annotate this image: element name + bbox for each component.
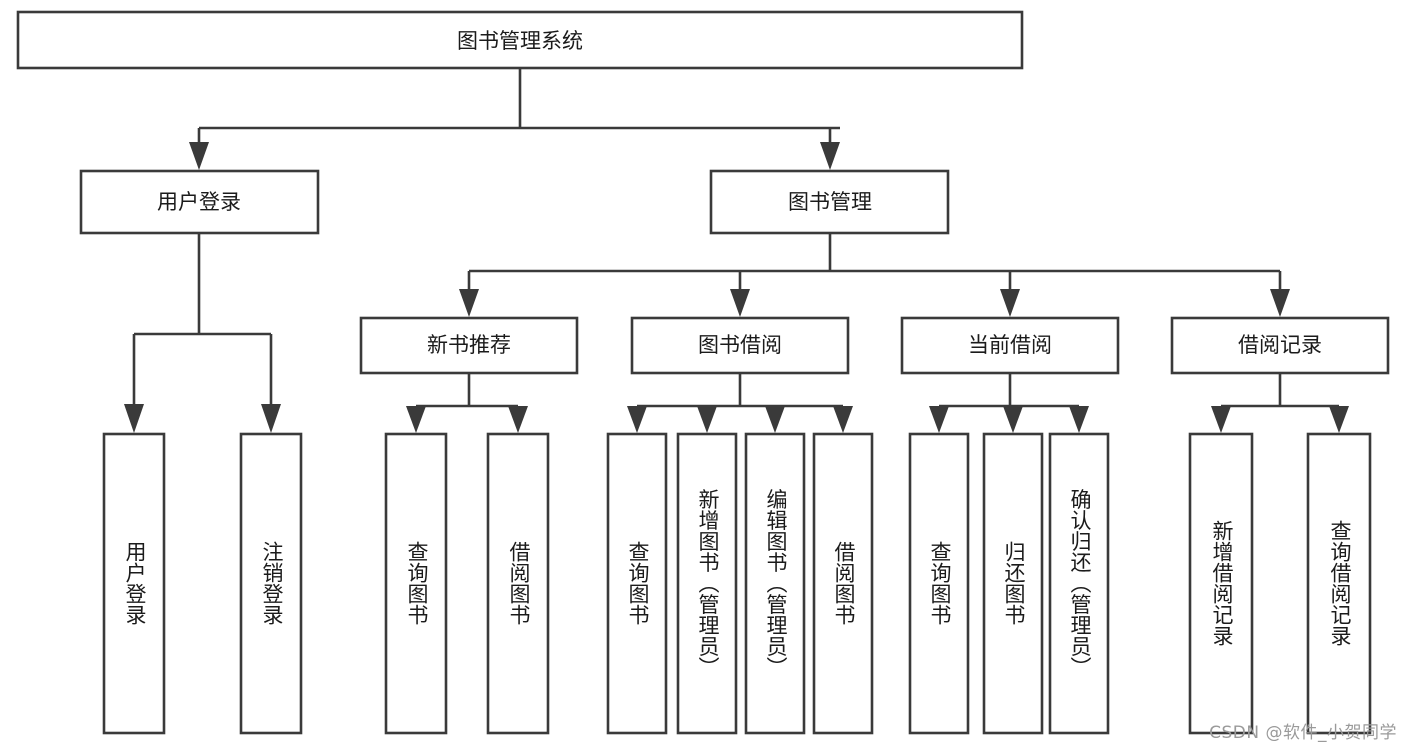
leaf-return-book-box[interactable] <box>982 432 1044 735</box>
leaf-query-book-borrow[interactable]: 查询图书 <box>606 432 668 735</box>
leaf-user-login-box[interactable] <box>102 432 166 735</box>
leaf-logout-label: 注销登录 <box>260 541 284 625</box>
node-book-borrowing-label: 图书借阅 <box>698 333 782 357</box>
leaf-edit-book-admin-label: 编辑图书（管理员） <box>764 489 788 678</box>
leaf-confirm-return-admin[interactable]: 确认归还（管理员） <box>1048 432 1110 735</box>
leaf-query-book-current[interactable]: 查询图书 <box>908 432 970 735</box>
arrowhead-user-login <box>189 142 209 170</box>
arrowhead-add-book <box>697 406 717 433</box>
leaf-query-book-current-box[interactable] <box>908 432 970 735</box>
node-current-borrowing[interactable]: 当前借阅 <box>900 316 1120 375</box>
leaf-borrow-book-borrow[interactable]: 借阅图书 <box>812 432 874 735</box>
leaf-borrow-book-borrow-label: 借阅图书 <box>832 541 856 625</box>
arrowhead-current-borrow <box>1000 289 1020 317</box>
node-root[interactable]: 图书管理系统 <box>16 10 1024 70</box>
arrowhead-leaf-logout <box>261 404 281 433</box>
arrowhead-leaf-user-login <box>124 404 144 433</box>
arrowhead-borrow-book-2 <box>833 406 853 433</box>
leaf-borrow-book-rec-box[interactable] <box>486 432 550 735</box>
node-root-box[interactable] <box>16 10 1024 70</box>
arrowhead-new-book-rec <box>459 289 479 317</box>
leaf-edit-book-admin[interactable]: 编辑图书（管理员） <box>744 432 806 735</box>
arrowhead-return-book <box>1003 406 1023 433</box>
leaf-add-borrow-record[interactable]: 新增借阅记录 <box>1188 432 1254 735</box>
arrowhead-book-mgmt <box>820 142 840 170</box>
leaf-query-book-rec-label: 查询图书 <box>405 541 429 625</box>
node-current-borrowing-label: 当前借阅 <box>968 333 1052 357</box>
node-new-book-recommendation-label: 新书推荐 <box>427 333 511 357</box>
leaf-query-book-borrow-label: 查询图书 <box>626 541 650 625</box>
connector-layer <box>124 68 1349 433</box>
leaf-return-book[interactable]: 归还图书 <box>982 432 1044 735</box>
arrowhead-book-borrow <box>730 289 750 317</box>
leaf-query-book-rec-box[interactable] <box>384 432 448 735</box>
node-book-management-label: 图书管理 <box>788 190 872 214</box>
leaf-borrow-book-borrow-box[interactable] <box>812 432 874 735</box>
leaf-user-login[interactable]: 用户登录 <box>102 432 166 735</box>
arrowhead-query-record <box>1329 406 1349 433</box>
node-book-borrowing-box[interactable] <box>630 316 850 375</box>
leaf-add-borrow-record-box[interactable] <box>1188 432 1254 735</box>
leaf-add-book-admin[interactable]: 新增图书（管理员） <box>676 432 738 735</box>
leaf-query-borrow-record-label: 查询借阅记录 <box>1328 520 1352 646</box>
node-new-book-recommendation[interactable]: 新书推荐 <box>359 316 579 375</box>
leaf-edit-book-admin-box[interactable] <box>744 432 806 735</box>
leaf-return-book-label: 归还图书 <box>1002 541 1026 625</box>
leaf-query-book-rec[interactable]: 查询图书 <box>384 432 448 735</box>
arrowhead-edit-book <box>765 406 785 433</box>
leaf-query-book-current-label: 查询图书 <box>928 541 952 625</box>
arrowhead-query-book-3 <box>929 406 949 433</box>
leaf-logout-box[interactable] <box>239 432 303 735</box>
node-borrowing-record-box[interactable] <box>1170 316 1390 375</box>
leaf-logout[interactable]: 注销登录 <box>239 432 303 735</box>
node-root-label: 图书管理系统 <box>457 29 583 53</box>
leaf-confirm-return-admin-label: 确认归还（管理员） <box>1068 489 1092 678</box>
leaf-query-borrow-record-box[interactable] <box>1306 432 1372 735</box>
node-book-management[interactable]: 图书管理 <box>709 169 950 235</box>
leaf-add-book-admin-label: 新增图书（管理员） <box>696 489 720 678</box>
node-borrowing-record-label: 借阅记录 <box>1238 333 1322 357</box>
arrowhead-add-record <box>1211 406 1231 433</box>
node-borrowing-record[interactable]: 借阅记录 <box>1170 316 1390 375</box>
leaf-add-book-admin-box[interactable] <box>676 432 738 735</box>
arrowhead-borrow-record <box>1270 289 1290 317</box>
node-user-login-box[interactable] <box>79 169 320 235</box>
leaf-query-book-borrow-box[interactable] <box>606 432 668 735</box>
node-book-borrowing[interactable]: 图书借阅 <box>630 316 850 375</box>
arrowhead-borrow-book-1 <box>508 406 528 433</box>
arrowhead-query-book-2 <box>627 406 647 433</box>
leaf-user-login-label: 用户登录 <box>123 541 147 625</box>
leaf-add-borrow-record-label: 新增借阅记录 <box>1210 520 1234 646</box>
arrowhead-confirm-return <box>1069 406 1089 433</box>
leaf-borrow-book-rec-label: 借阅图书 <box>507 541 531 625</box>
arrowhead-query-book-1 <box>406 406 426 433</box>
node-user-login[interactable]: 用户登录 <box>79 169 320 235</box>
node-new-book-recommendation-box[interactable] <box>359 316 579 375</box>
node-book-management-box[interactable] <box>709 169 950 235</box>
leaf-borrow-book-rec[interactable]: 借阅图书 <box>486 432 550 735</box>
leaf-query-borrow-record[interactable]: 查询借阅记录 <box>1306 432 1372 735</box>
node-current-borrowing-box[interactable] <box>900 316 1120 375</box>
node-user-login-label: 用户登录 <box>157 190 241 214</box>
leaf-confirm-return-admin-box[interactable] <box>1048 432 1110 735</box>
